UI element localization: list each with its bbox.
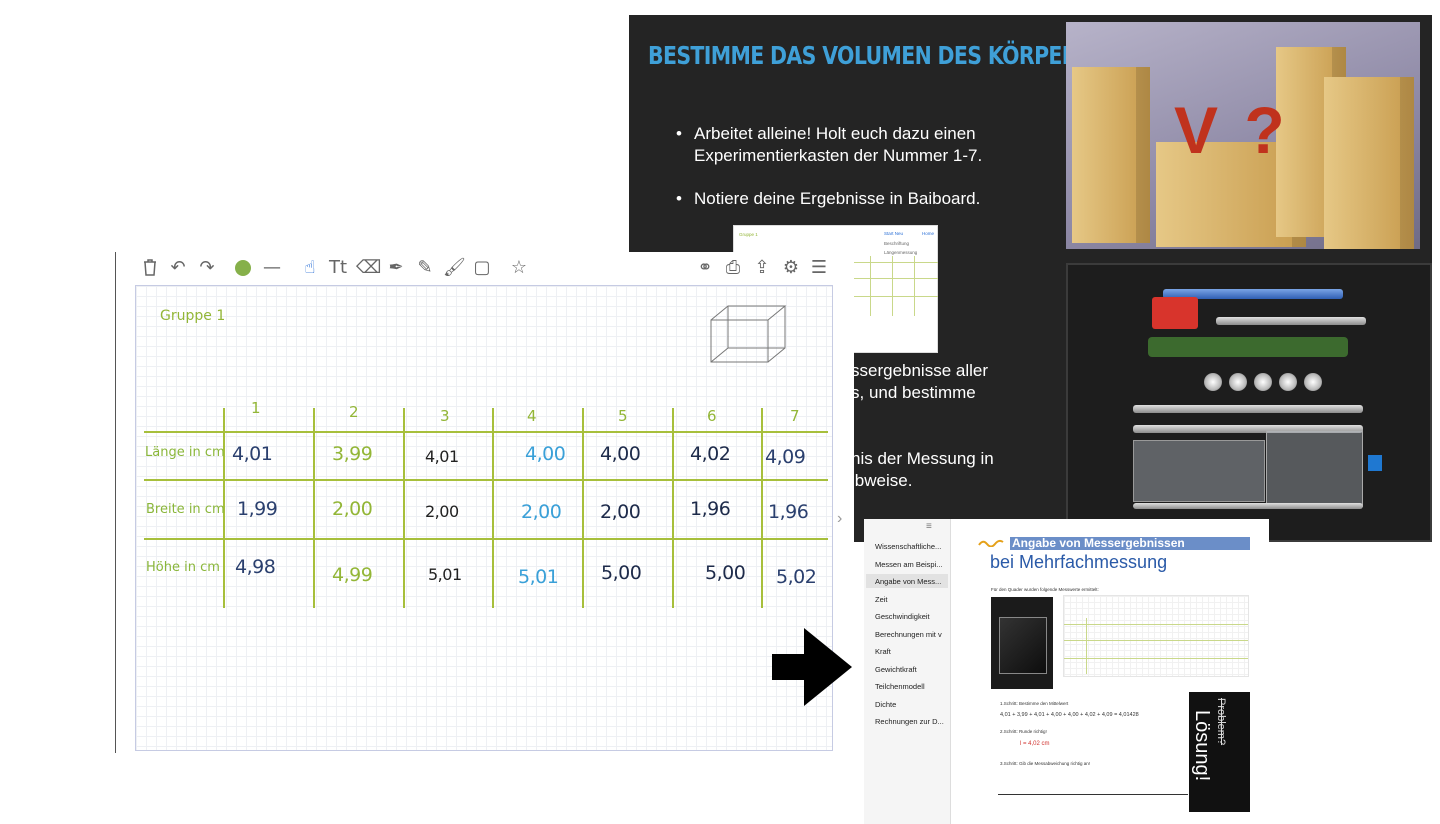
- row-label-height: Höhe in cm: [146, 560, 220, 575]
- undo-icon[interactable]: ↶: [170, 257, 186, 278]
- link-icon[interactable]: ⚭: [697, 257, 713, 278]
- table-cell: 1,96: [690, 498, 731, 520]
- squiggle-icon: [978, 539, 1004, 547]
- document-sidebar: ≡ Wissenschaftliche... Messen am Beispi.…: [864, 519, 951, 824]
- document-heading: bei Mehrfachmessung: [990, 552, 1168, 572]
- whiteboard-app: ↶ ↷ — ☝ Tt ⌫ ✒ ✎ 🖌 ▢ ☆ ⚭ ⎙ ⇪ ⚙ ☰ Gruppe …: [115, 252, 854, 753]
- row-label-width: Breite in cm: [146, 502, 225, 517]
- sidebar-item[interactable]: Messen am Beispi...: [875, 560, 943, 569]
- table-cell: 3,99: [332, 443, 373, 465]
- document-viewer: ≡ Wissenschaftliche... Messen am Beispi.…: [864, 519, 1269, 824]
- table-cell: 4,09: [765, 446, 806, 468]
- color-icon[interactable]: [232, 257, 254, 279]
- sidebar-item[interactable]: Kraft: [875, 647, 891, 656]
- table-cell: 4,00: [600, 443, 641, 465]
- solution-image: Problem? Lösung!: [1189, 692, 1250, 812]
- sidebar-item[interactable]: Wissenschaftliche...: [875, 542, 942, 551]
- pen-icon[interactable]: ✒: [388, 257, 404, 278]
- table-cell: 4,02: [690, 443, 731, 465]
- mean-formula: 4,01 + 3,99 + 4,01 + 4,00 + 4,00 + 4,02 …: [1000, 712, 1139, 718]
- table-cell: 4,01: [232, 443, 273, 465]
- whiteboard-canvas[interactable]: Gruppe 1 1 2 3 4 5 6 7 Länge in cm Breit…: [135, 285, 833, 751]
- rounded-value: l = 4,02 cm: [1020, 741, 1050, 747]
- table-cell: 1,99: [237, 498, 278, 520]
- column-header: 1: [251, 399, 261, 417]
- bullet-1-line-2: Experimentierkasten der Nummer 1-7.: [694, 146, 983, 165]
- line-width-icon[interactable]: —: [263, 257, 281, 278]
- table-cell: 2,00: [425, 502, 459, 521]
- menu-icon[interactable]: ☰: [810, 257, 828, 278]
- table-cell: 2,00: [600, 501, 641, 523]
- text-icon[interactable]: Tt: [328, 257, 348, 278]
- table-cell: 2,00: [332, 498, 373, 520]
- shape-icon[interactable]: ▢: [473, 257, 491, 278]
- sidebar-item[interactable]: Berechnungen mit v: [875, 630, 942, 639]
- group-label: Gruppe 1: [160, 308, 226, 324]
- column-header: 4: [527, 407, 537, 425]
- sidebar-item[interactable]: Zeit: [875, 595, 888, 604]
- table-cell: 5,00: [705, 562, 746, 584]
- row-label-length: Länge in cm: [145, 445, 225, 460]
- sidebar-item[interactable]: Gewichtkraft: [875, 665, 917, 674]
- sidebar-item-active[interactable]: Angabe von Mess...: [875, 577, 942, 586]
- pencil-icon[interactable]: ✎: [417, 257, 433, 278]
- table-cell: 4,99: [332, 564, 373, 586]
- bullet-3-partial: ssergebnisse aller s, und bestimme: [851, 361, 989, 402]
- table-cell: 5,01: [518, 566, 559, 588]
- step-2-text: 2.Schritt: Runde richtig!: [1000, 729, 1047, 734]
- document-page: Angabe von Messergebnissen bei Mehrfachm…: [970, 519, 1269, 824]
- table-cell: 4,98: [235, 556, 276, 578]
- share-icon[interactable]: ⇪: [754, 257, 770, 278]
- step-3-text: 3.Schritt: Gib die Messabweichung richti…: [1000, 761, 1091, 766]
- table-cell: 2,00: [521, 501, 562, 523]
- sidebar-item[interactable]: Teilchenmodell: [875, 682, 925, 691]
- document-intro: Für den Quader wurden folgende Messwerte…: [991, 587, 1099, 592]
- redo-icon[interactable]: ↷: [199, 257, 215, 278]
- experiment-kit-image: [1066, 263, 1432, 542]
- table-cell: 4,00: [525, 443, 566, 465]
- settings-icon[interactable]: ⚙: [782, 257, 800, 278]
- trash-icon[interactable]: [139, 257, 161, 279]
- sidebar-item[interactable]: Rechnungen zur D...: [875, 717, 944, 726]
- column-header: 6: [707, 407, 717, 425]
- column-header: 5: [618, 407, 628, 425]
- table-cell: 1,96: [768, 501, 809, 523]
- sidebar-item[interactable]: Geschwindigkeit: [875, 612, 930, 621]
- bullet-1-line-1: Arbeitet alleine! Holt euch dazu einen: [694, 124, 976, 143]
- table-cell: 5,01: [428, 565, 462, 584]
- problem-label: Problem?: [1215, 698, 1227, 746]
- column-header: 7: [790, 407, 800, 425]
- eraser-icon[interactable]: ⌫: [356, 257, 382, 278]
- clip-icon[interactable]: ⎙: [725, 257, 741, 278]
- volume-question-text: V ?: [1174, 93, 1289, 167]
- document-banner: Angabe von Messergebnissen: [1010, 537, 1250, 550]
- column-header: 2: [349, 403, 359, 421]
- solution-label: Lösung!: [1191, 710, 1213, 782]
- arrow-right-icon: [772, 628, 852, 706]
- table-cell: 4,01: [425, 447, 459, 466]
- bullet-1: • Arbeitet alleine! Holt euch dazu einen…: [676, 124, 983, 165]
- brush-icon[interactable]: 🖌: [443, 257, 466, 278]
- slide-title: BESTIMME DAS VOLUMEN DES KÖRPERS: [648, 41, 1092, 70]
- hand-icon[interactable]: ☝: [304, 257, 316, 278]
- cuboid-image: [991, 597, 1053, 689]
- chevron-right-icon[interactable]: ›: [837, 510, 843, 527]
- table-cell: 5,02: [776, 566, 817, 588]
- bullet-4-partial: nis der Messung in ibweise.: [851, 449, 994, 490]
- favorite-icon[interactable]: ☆: [510, 257, 528, 278]
- cube-sketch-icon: [710, 305, 787, 363]
- step-1-text: 1.Schritt: Bestimme den Mittelwert: [1000, 701, 1069, 706]
- table-cell: 5,00: [601, 562, 642, 584]
- bullet-2: • Notiere deine Ergebnisse in Baiboard.: [676, 189, 981, 208]
- column-header: 3: [440, 407, 450, 425]
- document-measurement-table: [1063, 595, 1249, 677]
- sort-icon[interactable]: ≡: [926, 521, 932, 532]
- sidebar-item[interactable]: Dichte: [875, 700, 897, 709]
- gold-blocks-image: V ?: [1066, 22, 1420, 249]
- whiteboard-toolbar: ↶ ↷ — ☝ Tt ⌫ ✒ ✎ 🖌 ▢ ☆ ⚭ ⎙ ⇪ ⚙ ☰: [116, 252, 854, 284]
